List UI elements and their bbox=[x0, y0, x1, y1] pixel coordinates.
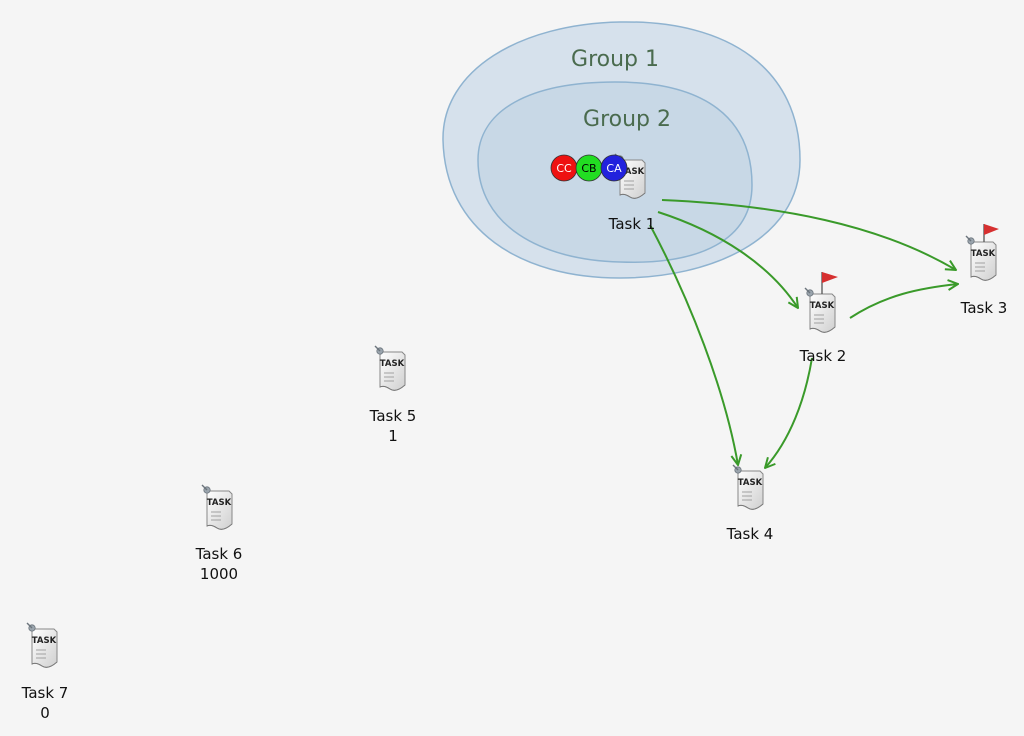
task-6-label: Task 6 bbox=[195, 545, 243, 563]
task-icon-text: TASK bbox=[971, 249, 996, 259]
edge-task2-task3[interactable] bbox=[849, 284, 958, 319]
task-icon-text: TASK bbox=[207, 498, 232, 508]
edge-task1-task3[interactable] bbox=[661, 199, 956, 270]
badge-ca-label: CA bbox=[606, 162, 622, 175]
task-icon-text: TASK bbox=[620, 167, 645, 177]
task-icon-text: TASK bbox=[32, 636, 57, 646]
task-7-label: Task 7 bbox=[21, 684, 69, 702]
task-node-6[interactable]: TASK Task 6 1000 bbox=[195, 484, 243, 583]
task-node-4[interactable]: TASK Task 4 bbox=[726, 464, 774, 543]
group-2-label: Group 2 bbox=[583, 107, 671, 132]
task-node-2[interactable]: TASK Task 2 bbox=[799, 272, 847, 365]
task-document-icon: TASK bbox=[374, 345, 406, 392]
flag-icon bbox=[821, 272, 838, 294]
badge-cb-label: CB bbox=[581, 162, 596, 175]
task-4-label: Task 4 bbox=[726, 525, 774, 543]
task-node-1[interactable]: TASK CC CB CA Task 1 bbox=[550, 153, 656, 233]
task-1-label: Task 1 bbox=[608, 215, 656, 233]
task-5-label: Task 5 bbox=[369, 407, 417, 425]
task-document-icon: TASK bbox=[201, 484, 233, 531]
badge-cc: CC bbox=[550, 154, 578, 182]
task-icon-text: TASK bbox=[810, 301, 835, 311]
task-3-label: Task 3 bbox=[960, 299, 1008, 317]
group-1-label: Group 1 bbox=[571, 47, 659, 72]
task-2-label: Task 2 bbox=[799, 347, 847, 365]
badge-ca: CA bbox=[600, 154, 628, 182]
flag-icon bbox=[983, 224, 999, 242]
task-document-icon: TASK bbox=[26, 622, 58, 669]
task-6-value: 1000 bbox=[200, 565, 238, 583]
task-node-3[interactable]: TASK Task 3 bbox=[960, 224, 1008, 317]
task-7-value: 0 bbox=[40, 704, 50, 722]
task-node-5[interactable]: TASK Task 5 1 bbox=[369, 345, 417, 445]
task-document-icon: TASK bbox=[965, 235, 997, 282]
task-document-icon: TASK bbox=[804, 287, 836, 334]
badge-cb: CB bbox=[575, 154, 603, 182]
badge-cc-label: CC bbox=[556, 162, 572, 175]
task-node-7[interactable]: TASK Task 7 0 bbox=[21, 622, 69, 722]
task-document-icon: TASK bbox=[614, 153, 646, 200]
edge-task1-task4[interactable] bbox=[649, 224, 738, 465]
task-icon-text: TASK bbox=[380, 359, 405, 369]
task-document-icon: TASK bbox=[732, 464, 764, 511]
task-5-value: 1 bbox=[388, 427, 398, 445]
edge-task2-task4[interactable] bbox=[765, 357, 813, 468]
edge-task1-task2[interactable] bbox=[657, 211, 798, 308]
task-icon-text: TASK bbox=[738, 478, 763, 488]
